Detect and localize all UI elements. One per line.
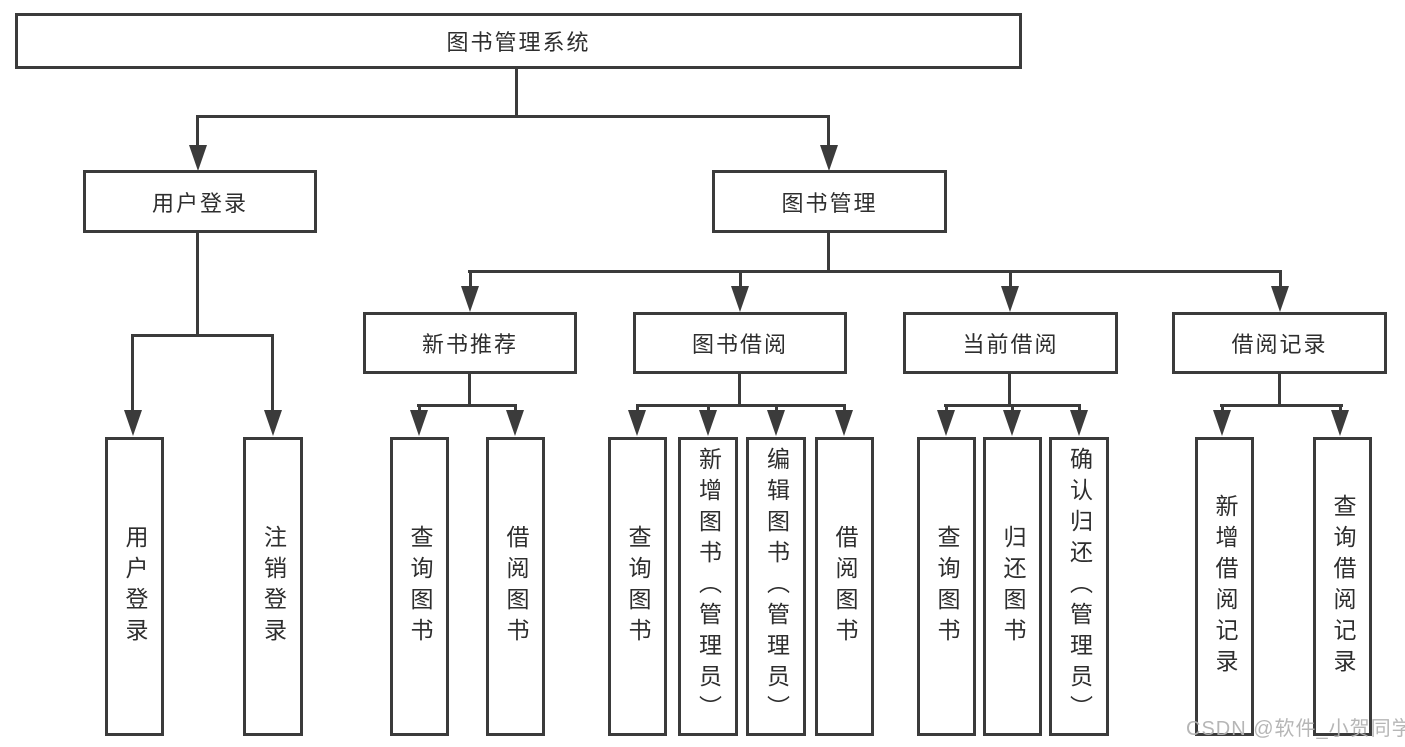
connector-line [775, 404, 778, 412]
arrow-down-icon [937, 410, 955, 436]
leaf-add-book-admin: 新增图书（管理员） [678, 437, 738, 736]
group-book-borrow: 图书借阅 [633, 312, 847, 374]
leaf-confirm-return-admin-label: 确认归还（管理员） [1066, 447, 1093, 726]
arrow-down-icon [506, 410, 524, 436]
connector-line [1278, 374, 1281, 407]
arrow-down-icon [699, 410, 717, 436]
connector-line [843, 404, 846, 412]
connector-line [707, 404, 710, 412]
connector-line [636, 404, 846, 407]
connector-line [417, 404, 517, 407]
connector-line [196, 233, 199, 336]
connector-line [1339, 404, 1342, 412]
connector-line [739, 270, 742, 287]
branch-book-management-label: 图书管理 [781, 190, 878, 216]
connector-line [196, 115, 830, 118]
connector-line [196, 115, 199, 147]
branch-book-management: 图书管理 [712, 170, 947, 233]
arrow-down-icon [835, 410, 853, 436]
arrow-down-icon [1003, 410, 1021, 436]
leaf-add-borrow-record: 新增借阅记录 [1195, 437, 1254, 736]
connector-line [515, 69, 518, 117]
node-root: 图书管理系统 [15, 13, 1022, 69]
leaf-user-login: 用户登录 [105, 437, 164, 736]
leaf-logout-label: 注销登录 [260, 524, 287, 649]
leaf-edit-book-admin-label: 编辑图书（管理员） [763, 447, 790, 726]
group-current-borrow-label: 当前借阅 [962, 332, 1059, 357]
connector-line [1279, 270, 1282, 287]
connector-line [1011, 404, 1014, 412]
leaf-return-book-label: 归还图书 [1000, 524, 1026, 649]
group-current-borrow: 当前借阅 [903, 312, 1118, 374]
arrow-down-icon [628, 410, 646, 436]
arrow-down-icon [1213, 410, 1231, 436]
arrow-down-icon [767, 410, 785, 436]
arrow-down-icon [124, 410, 142, 436]
arrow-down-icon [1070, 410, 1088, 436]
connector-line [945, 404, 948, 412]
group-new-book-recommend: 新书推荐 [363, 312, 577, 374]
arrow-down-icon [264, 410, 282, 436]
arrow-down-icon [410, 410, 428, 436]
connector-line [131, 334, 274, 337]
connector-line [469, 270, 472, 287]
connector-line [827, 233, 830, 272]
leaf-query-books-current: 查询图书 [917, 437, 976, 736]
arrow-down-icon [1271, 286, 1289, 312]
connector-line [468, 374, 471, 407]
group-new-book-recommend-label: 新书推荐 [421, 332, 518, 357]
leaf-query-books-recommend: 查询图书 [390, 437, 449, 736]
leaf-edit-book-admin: 编辑图书（管理员） [746, 437, 806, 736]
connector-line [636, 404, 639, 412]
leaf-add-book-admin-label: 新增图书（管理员） [695, 447, 722, 726]
arrow-down-icon [189, 145, 207, 171]
leaf-add-borrow-record-label: 新增借阅记录 [1212, 493, 1238, 680]
group-borrow-records-label: 借阅记录 [1231, 332, 1328, 357]
connector-line [1008, 374, 1011, 407]
connector-line [468, 270, 1281, 273]
leaf-borrow-books: 借阅图书 [815, 437, 874, 736]
connector-line [418, 404, 421, 412]
watermark-text: CSDN @软件_小贺同学 [1186, 718, 1405, 740]
connector-line [738, 374, 741, 407]
group-book-borrow-label: 图书借阅 [691, 332, 788, 357]
leaf-borrow-books-recommend: 借阅图书 [486, 437, 545, 736]
arrow-down-icon [731, 286, 749, 312]
arrow-down-icon [1001, 286, 1019, 312]
leaf-user-login-label: 用户登录 [122, 524, 148, 649]
arrow-down-icon [461, 286, 479, 312]
leaf-query-books-borrow: 查询图书 [608, 437, 667, 736]
leaf-query-borrow-record: 查询借阅记录 [1313, 437, 1372, 736]
arrow-down-icon [1331, 410, 1349, 436]
connector-line [1221, 404, 1224, 412]
arrow-down-icon [820, 145, 838, 171]
leaf-logout: 注销登录 [243, 437, 303, 736]
leaf-query-books-current-label: 查询图书 [934, 524, 960, 649]
leaf-confirm-return-admin: 确认归还（管理员） [1049, 437, 1109, 736]
connector-line [1220, 404, 1343, 407]
connector-line [514, 404, 517, 412]
branch-user-login: 用户登录 [83, 170, 317, 233]
leaf-query-borrow-record-label: 查询借阅记录 [1330, 493, 1356, 680]
leaf-borrow-books-recommend-label: 借阅图书 [503, 524, 529, 649]
leaf-return-book: 归还图书 [983, 437, 1042, 736]
leaf-query-books-borrow-label: 查询图书 [625, 524, 651, 649]
branch-user-login-label: 用户登录 [151, 190, 248, 216]
connector-line [131, 334, 134, 411]
group-borrow-records: 借阅记录 [1172, 312, 1387, 374]
node-root-label: 图书管理系统 [446, 30, 591, 55]
connector-line [1078, 404, 1081, 412]
leaf-query-books-recommend-label: 查询图书 [407, 524, 433, 649]
leaf-borrow-books-label: 借阅图书 [832, 524, 858, 649]
connector-line [827, 115, 830, 147]
connector-line [1009, 270, 1012, 287]
connector-line [271, 334, 274, 411]
